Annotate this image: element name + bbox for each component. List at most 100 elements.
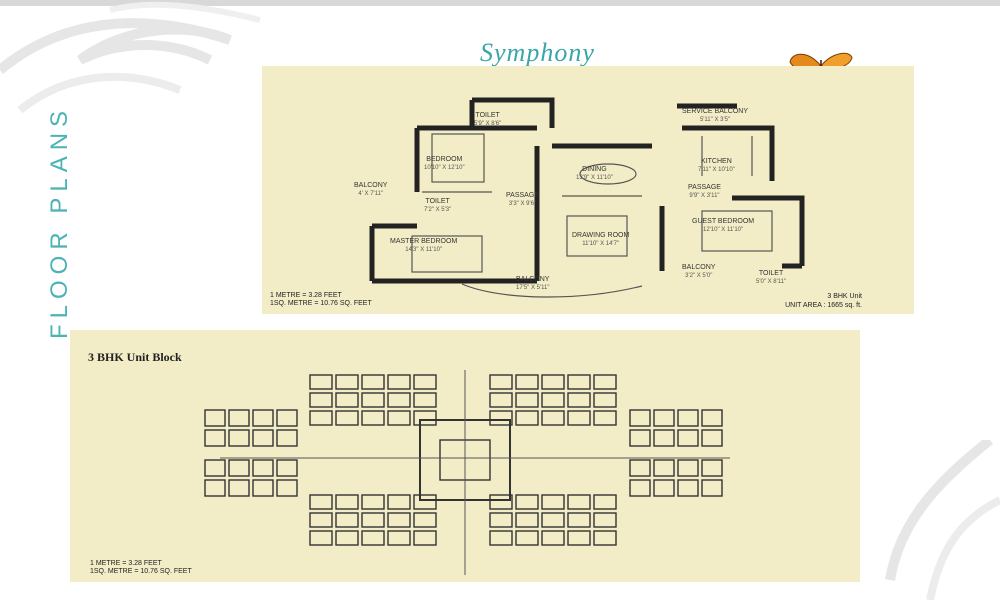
block-room-outline [204, 459, 226, 477]
block-room-outline [361, 374, 385, 390]
block-room-outline [361, 530, 385, 546]
block-room-outline [489, 374, 513, 390]
block-room-outline [252, 459, 274, 477]
block-room-outline [653, 479, 675, 497]
unit-area: UNIT AREA : 1665 sq. ft. [785, 302, 862, 309]
block-room-outline [629, 479, 651, 497]
block-room-outline [701, 479, 723, 497]
block-room-outline [335, 512, 359, 528]
block-room-outline [276, 409, 298, 427]
block-room-outline [515, 530, 539, 546]
block-room-outline [653, 409, 675, 427]
block-room-outline [204, 429, 226, 447]
block-room-outline [413, 410, 437, 426]
block-conversion-note: 1 METRE = 3.28 FEET 1SQ. METRE = 10.76 S… [90, 560, 192, 575]
floor-plans-heading-text: FLOOR PLANS [46, 104, 73, 339]
block-room-outline [228, 409, 250, 427]
block-room-outline [387, 530, 411, 546]
block-room-outline [489, 494, 513, 510]
block-room-outline [252, 429, 274, 447]
block-room-outline [489, 512, 513, 528]
block-room-outline [677, 429, 699, 447]
block-room-outline [204, 409, 226, 427]
block-room-outline [361, 512, 385, 528]
block-room-outline [309, 374, 333, 390]
block-room-outline [515, 392, 539, 408]
block-room-outline [701, 459, 723, 477]
block-room-outline [489, 530, 513, 546]
block-room-outline [541, 392, 565, 408]
swirl-ornament-bottom-right [885, 440, 1000, 600]
block-room-outline [361, 494, 385, 510]
block-room-outline [515, 410, 539, 426]
block-room-outline [567, 392, 591, 408]
block-room-outline [387, 512, 411, 528]
block-room-outline [387, 392, 411, 408]
block-room-outline [413, 494, 437, 510]
block-room-outline [276, 429, 298, 447]
block-room-outline [541, 512, 565, 528]
block-room-outline [335, 530, 359, 546]
block-room-outline [228, 429, 250, 447]
block-room-outline [515, 494, 539, 510]
block-room-outline [335, 374, 359, 390]
block-room-outline [361, 392, 385, 408]
conversion-note: 1 METRE = 3.28 FEET 1SQ. METRE = 10.76 S… [270, 292, 372, 307]
block-room-outline [228, 459, 250, 477]
block-room-outline [701, 409, 723, 427]
block-room-outline [489, 392, 513, 408]
block-plan-drawing [204, 370, 730, 575]
block-room-outline [653, 429, 675, 447]
block-room-outline [541, 530, 565, 546]
block-room-outline [593, 530, 617, 546]
top-rule [0, 0, 1000, 6]
block-room-outline [387, 494, 411, 510]
block-room-outline [629, 429, 651, 447]
block-room-outline [515, 512, 539, 528]
block-room-outline [567, 374, 591, 390]
block-room-outline [567, 530, 591, 546]
block-room-outline [252, 479, 274, 497]
block-room-outline [677, 479, 699, 497]
block-room-outline [309, 512, 333, 528]
block-room-outline [593, 410, 617, 426]
block-room-outline [335, 410, 359, 426]
block-room-outline [413, 512, 437, 528]
block-room-outline [489, 410, 513, 426]
unit-type: 3 BHK Unit [827, 293, 862, 300]
unit-info: 3 BHK Unit UNIT AREA : 1665 sq. ft. [762, 292, 862, 310]
block-room-outline [228, 479, 250, 497]
block-room-outline [629, 459, 651, 477]
block-room-outline [276, 459, 298, 477]
block-room-outline [593, 374, 617, 390]
swirl-ornament-top-left [0, 1, 261, 114]
block-room-outline [204, 479, 226, 497]
block-room-outline [593, 512, 617, 528]
block-room-outline [593, 494, 617, 510]
block-room-outline [387, 374, 411, 390]
block-room-outline [677, 459, 699, 477]
block-room-outline [541, 374, 565, 390]
block-room-outline [677, 409, 699, 427]
block-room-outline [567, 512, 591, 528]
block-plan-heading: 3 BHK Unit Block [88, 350, 182, 364]
block-room-outline [515, 374, 539, 390]
block-room-outline [413, 374, 437, 390]
block-room-outline [387, 410, 411, 426]
block-room-outline [567, 410, 591, 426]
block-room-outline [541, 494, 565, 510]
block-room-outline [252, 409, 274, 427]
block-room-outline [335, 494, 359, 510]
block-room-outline [309, 410, 333, 426]
